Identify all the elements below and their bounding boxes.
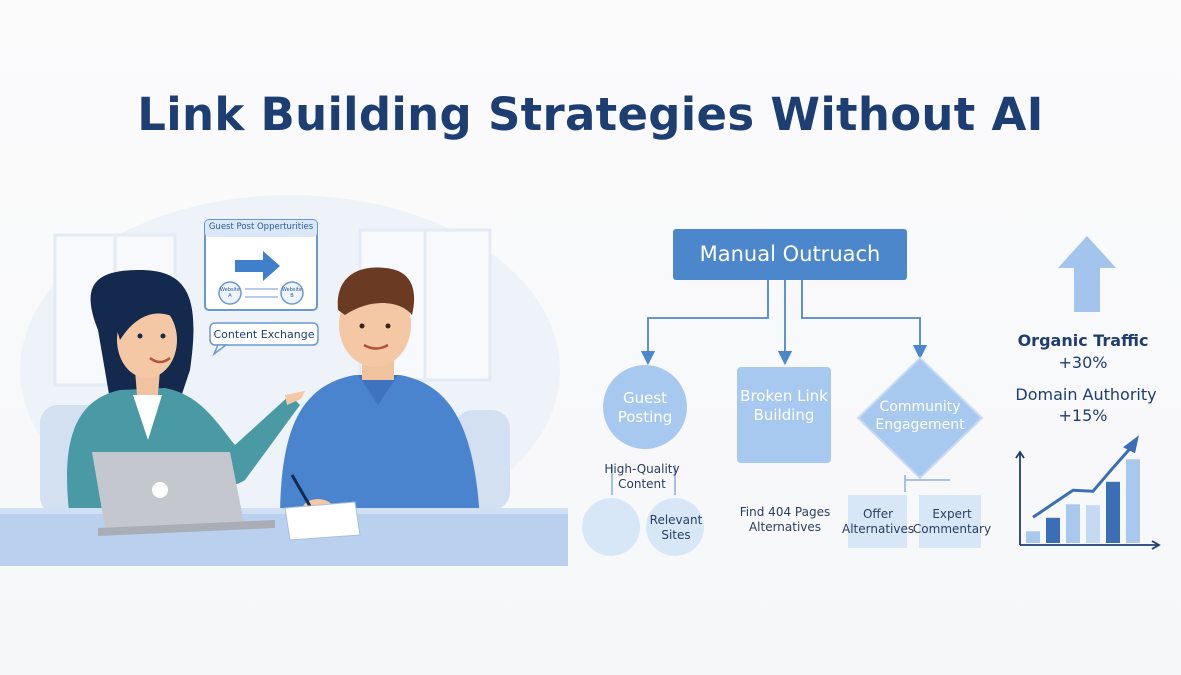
content-exchange-label: Content Exchange: [213, 328, 315, 341]
content-exchange-bubble: [209, 322, 319, 357]
chart-bar-2: [1046, 517, 1060, 543]
man-figure: [280, 267, 480, 521]
screen-title: Guest Post Opperturities: [208, 222, 314, 232]
guest-posting-label: Guest Posting: [617, 389, 673, 426]
community-engagement-label: Community Engagement: [875, 399, 965, 433]
flow-diagram: [582, 229, 984, 556]
high-quality-content-label: High-Quality Content: [604, 462, 680, 491]
blank-circle-node: [582, 498, 640, 556]
find-404-label: Find 404 Pages Alternatives: [739, 505, 831, 534]
chart-axes: [1015, 450, 1161, 550]
arrow-right-icon: [235, 251, 280, 281]
broken-link-node: [737, 367, 831, 463]
organic-traffic-value: +30%: [1058, 353, 1108, 372]
flow-connectors: [611, 280, 950, 495]
growth-chart: [1015, 435, 1161, 550]
chart-bar-6: [1126, 459, 1140, 543]
chart-bar-1: [1026, 531, 1040, 543]
domain-authority-label: Domain Authority: [1015, 385, 1157, 404]
community-engagement-node: [856, 356, 984, 480]
guest-post-screen: [204, 219, 318, 311]
desk: [0, 508, 568, 566]
chart-bar-4: [1086, 505, 1100, 543]
relevant-sites-label: Relevant Sites: [649, 513, 703, 542]
website-b-label: Website B: [282, 287, 302, 299]
domain-authority-value: +15%: [1058, 406, 1108, 425]
organic-traffic-label: Organic Traffic: [1017, 331, 1149, 350]
trend-line: [1032, 444, 1135, 519]
up-arrow-icon: [1058, 236, 1116, 312]
trend-arrow-icon: [1123, 435, 1139, 454]
website-a-label: Website A: [220, 287, 240, 299]
website-a-node: [218, 281, 242, 305]
offer-alternatives-node: [848, 495, 907, 548]
chart-bar-5: [1106, 481, 1120, 543]
broken-link-label: Broken Link Building: [740, 387, 828, 424]
guest-posting-node: [603, 365, 687, 449]
manual-outreach-box: [673, 229, 907, 280]
page-title: Link Building Strategies Without AI: [137, 88, 1044, 141]
website-b-node: [280, 281, 304, 305]
manual-outreach-label: Manual Outruach: [699, 242, 881, 266]
laptop-icon: [92, 452, 275, 536]
expert-commentary-node: [919, 495, 981, 548]
office-illustration: [0, 195, 568, 566]
expert-commentary-label: Expert Commentary: [912, 507, 992, 536]
paper-sheet: [284, 501, 361, 541]
relevant-sites-node: [646, 498, 704, 556]
offer-alternatives-label: Offer Alternatives: [842, 507, 915, 536]
chart-bar-3: [1066, 504, 1080, 543]
